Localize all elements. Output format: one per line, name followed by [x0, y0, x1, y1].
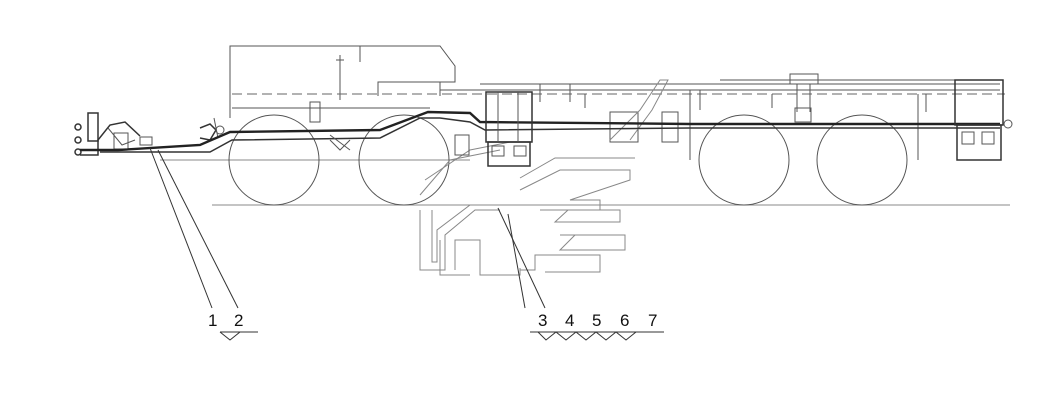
trailer-body-outline	[232, 73, 1005, 160]
callout-4: 4	[565, 311, 574, 330]
emblem-watermark	[419, 79, 669, 276]
front-body-outline	[229, 45, 480, 123]
callout-3: 3	[538, 311, 547, 330]
front-coupling	[74, 112, 225, 156]
callout-7: 7	[648, 311, 657, 330]
main-pipeline	[80, 110, 1000, 153]
wheel-rear-1	[698, 114, 790, 206]
wheel-rear-2	[816, 114, 908, 206]
leader-lines	[149, 147, 664, 341]
wheels	[228, 114, 908, 206]
wheel-front-1	[228, 114, 320, 206]
callout-2: 2	[234, 311, 243, 330]
callout-group-left: 1 2	[208, 311, 243, 330]
ground-lines	[160, 159, 1010, 206]
callout-5: 5	[592, 311, 601, 330]
pipe-fittings	[329, 79, 1013, 167]
callout-6: 6	[620, 311, 629, 330]
callout-1: 1	[208, 311, 217, 330]
wheel-front-2	[358, 114, 450, 206]
callout-group-right: 3 4 5 6 7	[538, 311, 657, 330]
